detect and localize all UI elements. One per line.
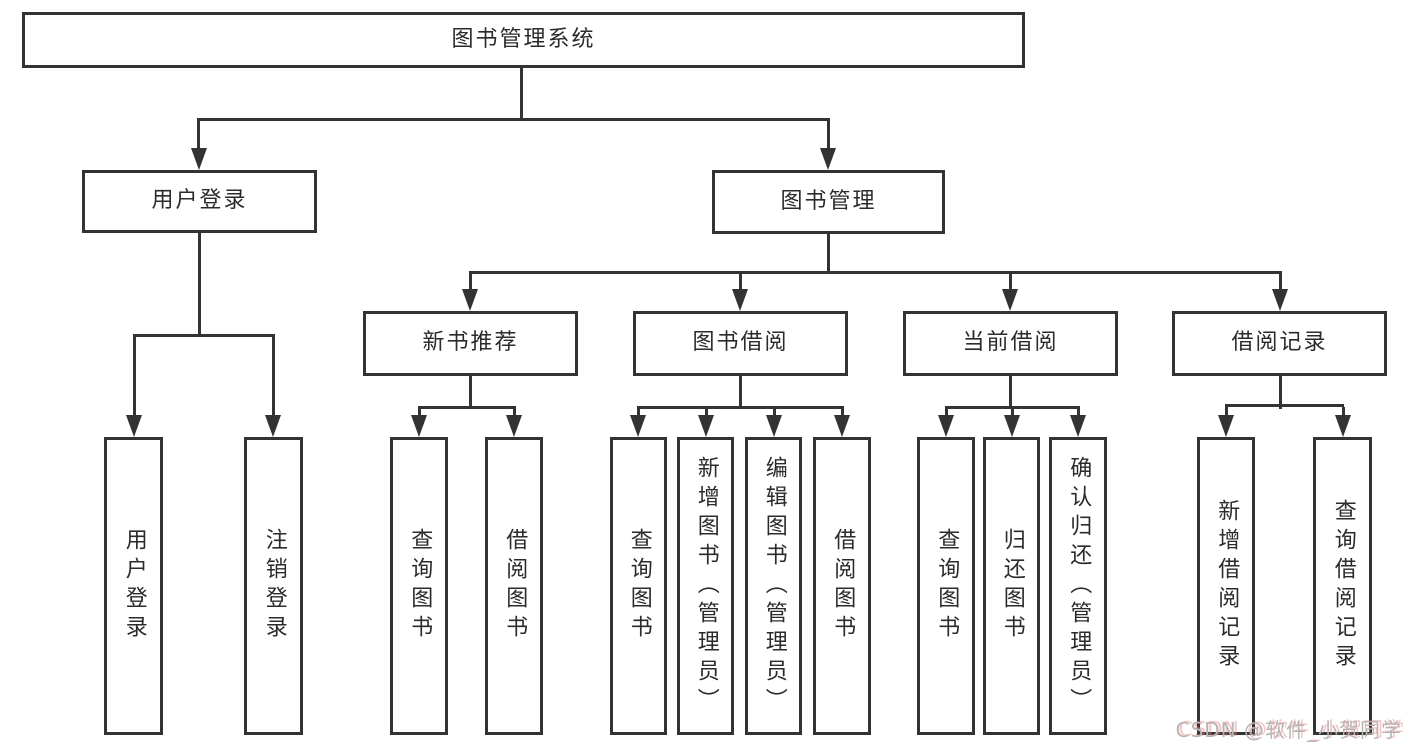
connector-line <box>1077 409 1080 418</box>
connector-line <box>197 121 200 149</box>
connector-bar <box>133 334 275 337</box>
connector-line <box>739 376 742 409</box>
connector-line <box>513 409 516 418</box>
leaf-current-query-books: 查询图书 <box>917 437 975 735</box>
connector-line <box>469 376 472 409</box>
connector-line <box>1279 376 1282 409</box>
connector-line <box>637 409 640 418</box>
connector-line <box>520 68 523 121</box>
csdn-watermark: CSDN @软件_小贺同学 <box>1175 718 1402 742</box>
arrowhead-down-icon <box>1272 289 1288 311</box>
arrowhead-down-icon <box>126 415 142 437</box>
arrowhead-down-icon <box>191 148 207 170</box>
connector-line <box>133 337 136 417</box>
arrowhead-down-icon <box>834 415 850 437</box>
leaf-logout: 注销登录 <box>244 437 303 735</box>
leaf-borrow-add-books-admin: 新增图书（管理员） <box>677 437 734 735</box>
leaf-current-return-books: 归还图书 <box>983 437 1040 735</box>
node-user-login: 用户登录 <box>82 170 317 233</box>
arrowhead-down-icon <box>1218 415 1234 437</box>
connector-line <box>827 121 830 149</box>
leaf-borrow-edit-books-admin: 编辑图书（管理员） <box>745 437 802 735</box>
arrowhead-down-icon <box>938 415 954 437</box>
arrowhead-down-icon <box>732 289 748 311</box>
connector-line <box>1279 274 1282 292</box>
connector-line <box>841 409 844 418</box>
arrowhead-down-icon <box>506 415 522 437</box>
arrowhead-down-icon <box>698 415 714 437</box>
arrowhead-down-icon <box>1004 415 1020 437</box>
connector-bar <box>637 406 844 409</box>
connector-line <box>1342 407 1345 418</box>
connector-line <box>773 409 776 418</box>
connector-line <box>272 337 275 417</box>
leaf-borrow-borrow-books: 借阅图书 <box>813 437 871 735</box>
arrowhead-down-icon <box>1335 415 1351 437</box>
connector-bar <box>418 406 516 409</box>
arrowhead-down-icon <box>630 415 646 437</box>
arrowhead-down-icon <box>265 415 281 437</box>
node-current-borrow: 当前借阅 <box>903 311 1118 376</box>
connector-line <box>705 409 708 418</box>
leaf-borrow-query-books: 查询图书 <box>610 437 667 735</box>
connector-line <box>739 274 742 292</box>
arrowhead-down-icon <box>766 415 782 437</box>
leaf-newbook-borrow-books: 借阅图书 <box>485 437 543 735</box>
leaf-record-query-borrow-record: 查询借阅记录 <box>1313 437 1372 735</box>
leaf-record-add-borrow-record: 新增借阅记录 <box>1197 437 1255 735</box>
connector-bar <box>469 271 1282 274</box>
leaf-user-login: 用户登录 <box>104 437 163 735</box>
connector-bar <box>945 406 1080 409</box>
leaf-newbook-query-books: 查询图书 <box>390 437 448 735</box>
arrowhead-down-icon <box>462 289 478 311</box>
node-book-management: 图书管理 <box>712 170 945 234</box>
connector-line <box>945 409 948 418</box>
connector-line <box>1009 376 1012 409</box>
connector-bar <box>1225 404 1344 407</box>
connector-line <box>418 409 421 418</box>
connector-line <box>198 233 201 337</box>
node-borrow-record: 借阅记录 <box>1172 311 1387 376</box>
node-library-management-system: 图书管理系统 <box>22 12 1025 68</box>
arrowhead-down-icon <box>411 415 427 437</box>
arrowhead-down-icon <box>1002 289 1018 311</box>
node-new-book-recommend: 新书推荐 <box>363 311 578 376</box>
connector-bar <box>197 118 830 121</box>
connector-line <box>827 234 830 274</box>
connector-line <box>469 274 472 292</box>
arrowhead-down-icon <box>1070 415 1086 437</box>
arrowhead-down-icon <box>820 148 836 170</box>
node-book-borrow: 图书借阅 <box>633 311 848 376</box>
connector-line <box>1225 407 1228 418</box>
connector-line <box>1009 274 1012 292</box>
leaf-current-confirm-return-admin: 确认归还（管理员） <box>1049 437 1107 735</box>
connector-line <box>1011 409 1014 418</box>
